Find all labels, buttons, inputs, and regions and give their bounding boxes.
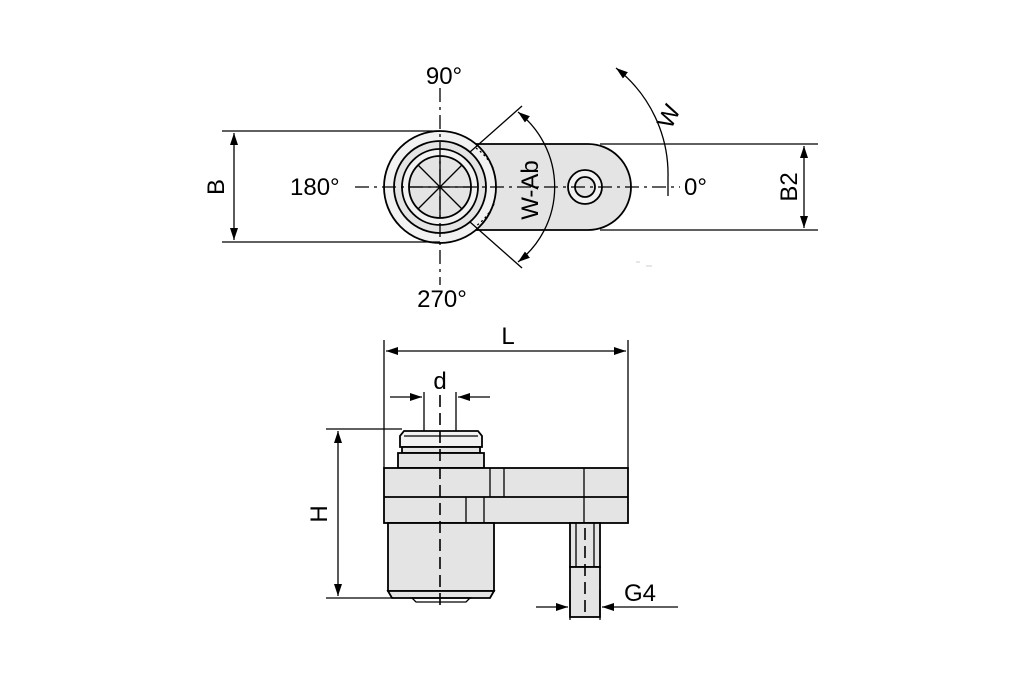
label-dim-b2: B2 <box>776 172 803 201</box>
clamp-arm-side <box>383 467 629 524</box>
label-angle-90: 90° <box>426 63 462 90</box>
label-dim-b: B <box>203 179 230 195</box>
label-angle-0: 0° <box>684 174 707 201</box>
top-view: 90° 180° 270° 0° B B2 W W-Ab <box>203 63 818 313</box>
label-dim-g4: G4 <box>624 580 656 607</box>
label-dim-h: H <box>306 505 333 522</box>
label-angle-180: 180° <box>290 174 340 201</box>
label-angle-270: 270° <box>417 286 467 313</box>
collet-cap <box>399 430 483 448</box>
side-view: L d H G4 <box>306 323 678 620</box>
label-dim-w: W <box>652 100 686 133</box>
cylinder-body <box>387 522 495 592</box>
label-dim-w-ab: W-Ab <box>517 160 544 220</box>
label-dim-l: L <box>501 323 514 350</box>
label-dim-d: d <box>433 368 446 395</box>
